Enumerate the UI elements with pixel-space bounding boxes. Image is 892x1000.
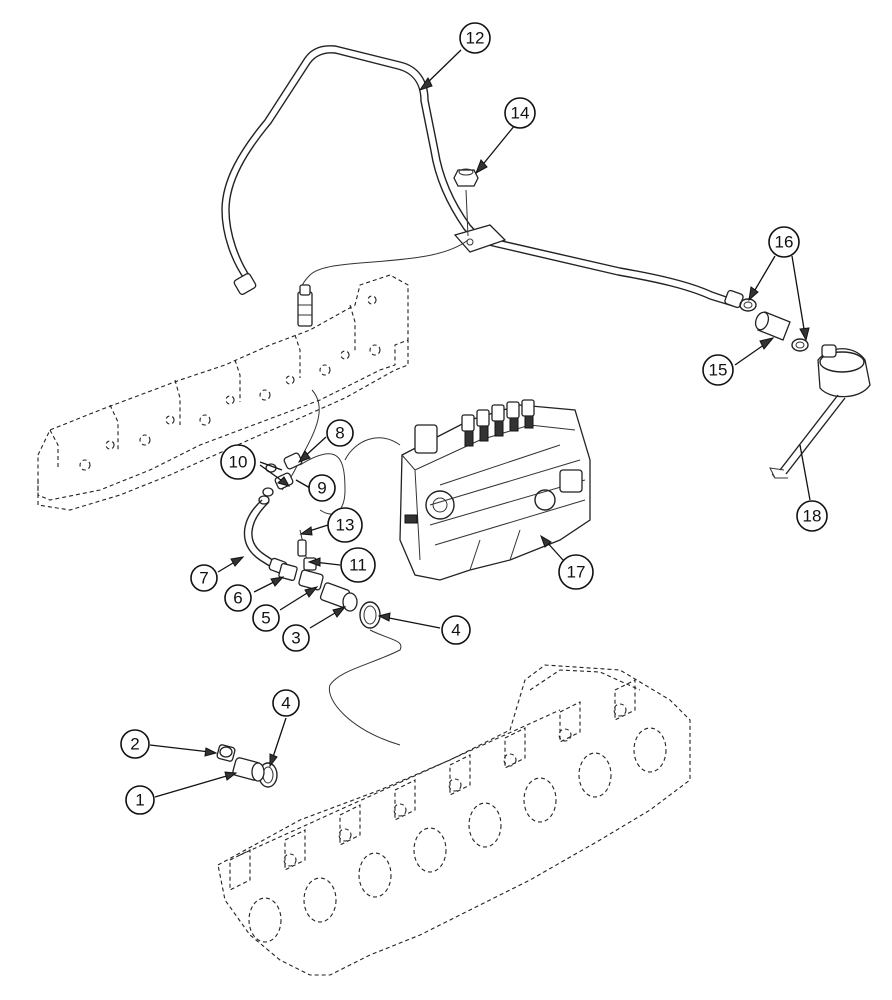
svg-text:4: 4 <box>451 621 460 640</box>
callout-4-lower: 4 <box>272 689 300 717</box>
hose <box>243 499 288 575</box>
nut <box>453 168 479 187</box>
callout-15: 15 <box>702 354 734 386</box>
callout-9: 9 <box>308 474 336 502</box>
callout-18: 18 <box>796 500 828 532</box>
svg-text:17: 17 <box>567 563 586 582</box>
mounting-bracket <box>453 189 507 253</box>
callout-6: 6 <box>224 584 252 612</box>
valve-cover <box>37 274 409 511</box>
callout-5: 5 <box>252 604 280 632</box>
callout-7: 7 <box>190 564 218 592</box>
fuel-filter-head <box>769 344 871 479</box>
svg-text:13: 13 <box>336 516 355 535</box>
banjo-fitting <box>258 452 303 505</box>
adapter <box>232 757 265 782</box>
callout-16: 16 <box>768 226 800 258</box>
callout-12: 12 <box>459 22 491 54</box>
callout-1: 1 <box>125 785 155 815</box>
callout-2: 2 <box>120 729 150 759</box>
svg-text:5: 5 <box>261 609 270 628</box>
sleeve <box>754 311 791 341</box>
svg-text:10: 10 <box>229 453 248 472</box>
callout-17: 17 <box>558 554 594 590</box>
svg-text:9: 9 <box>317 479 326 498</box>
hose-clamp <box>739 298 757 312</box>
svg-text:18: 18 <box>803 507 822 526</box>
callout-14: 14 <box>504 97 536 129</box>
svg-text:16: 16 <box>775 233 794 252</box>
svg-text:14: 14 <box>511 104 530 123</box>
leader-lines <box>149 49 811 798</box>
svg-text:2: 2 <box>130 735 139 754</box>
svg-text:4: 4 <box>281 694 290 713</box>
svg-text:7: 7 <box>199 569 208 588</box>
svg-text:1: 1 <box>135 791 144 810</box>
callout-11: 11 <box>340 547 376 583</box>
fuel-line-tube <box>221 45 744 309</box>
svg-text:8: 8 <box>335 424 344 443</box>
callout-10: 10 <box>220 444 256 480</box>
svg-text:11: 11 <box>349 556 367 575</box>
callout-8: 8 <box>326 419 354 447</box>
svg-text:3: 3 <box>291 629 300 648</box>
callout-3: 3 <box>282 624 310 652</box>
callout-4-upper: 4 <box>441 615 471 645</box>
hose-clamp <box>791 338 809 352</box>
injector-fitting <box>297 284 313 327</box>
svg-text:15: 15 <box>709 361 728 380</box>
svg-text:6: 6 <box>233 589 242 608</box>
fuel-injection-pump <box>399 399 591 581</box>
callout-13: 13 <box>327 507 363 543</box>
plug <box>216 744 236 762</box>
svg-text:12: 12 <box>466 29 485 48</box>
cylinder-head <box>217 664 691 976</box>
seal-ring <box>359 601 381 629</box>
